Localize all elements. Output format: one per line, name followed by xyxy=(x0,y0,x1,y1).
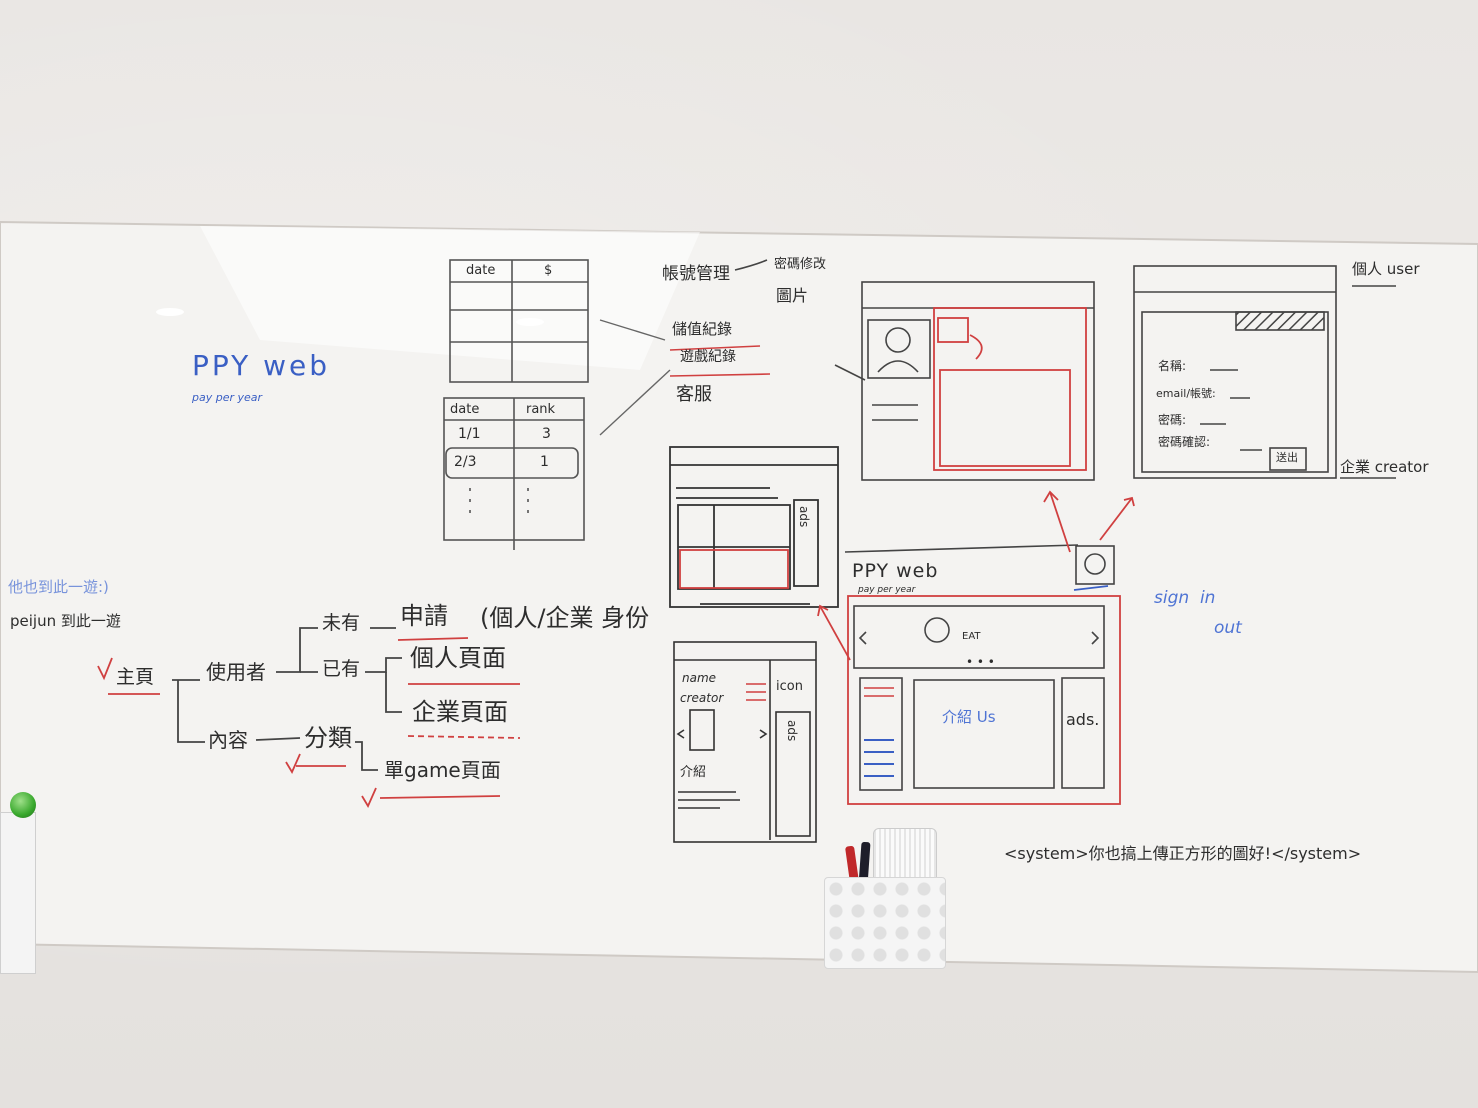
game-name-label: name xyxy=(682,671,717,685)
system-note: <system>你也搞上傳正方形的圖好!</system> xyxy=(1004,844,1362,863)
sitemap-content: 內容 xyxy=(208,728,248,752)
category-ads-label: ads xyxy=(797,506,811,528)
table1-header-amount: $ xyxy=(544,263,553,278)
game-ads-label: ads xyxy=(785,720,799,742)
board-subtitle: pay per year xyxy=(192,391,263,404)
sitemap-category: 分類 xyxy=(304,724,352,752)
main-page-wireframe xyxy=(844,544,1115,791)
main-logo-sub: pay per year xyxy=(858,585,916,595)
form-field-confirm: 密碼確認: xyxy=(1158,435,1211,449)
table2-row1-date: 1/1 xyxy=(458,426,481,442)
table2-row2-date: 2/3 xyxy=(454,454,477,470)
marker-holder xyxy=(824,877,946,969)
sitemap-user: 使用者 xyxy=(206,660,266,684)
main-carousel-dots: • • • xyxy=(966,655,995,669)
sitemap-company-page: 企業頁面 xyxy=(412,698,508,726)
account-manage-password: 密碼修改 xyxy=(774,257,827,272)
pinned-paper xyxy=(0,812,36,974)
sitemap-has: 已有 xyxy=(322,658,361,680)
main-logo: PPY web xyxy=(852,560,939,582)
form-field-name: 名稱: xyxy=(1158,359,1187,373)
form-submit-label: 送出 xyxy=(1276,451,1298,464)
form-field-email: email/帳號: xyxy=(1156,387,1216,400)
sitemap-root: 主頁 xyxy=(116,666,155,688)
sitemap-game-page: 單game頁面 xyxy=(384,758,501,782)
game-intro-label: 介紹 xyxy=(680,765,707,780)
sitemap-note: peijun 到此一遊 xyxy=(10,612,121,630)
game-icon-label: icon xyxy=(776,679,803,694)
table2-row2-rank: 1 xyxy=(540,454,549,470)
table-2 xyxy=(443,397,585,550)
account-item-service: 客服 xyxy=(676,384,712,405)
table-1 xyxy=(449,259,589,383)
sitemap-personal-page: 個人頁面 xyxy=(410,644,506,672)
main-carousel-text: EAT xyxy=(962,631,981,642)
category-wireframe xyxy=(669,446,839,608)
sitemap-note-top: 他也到此一遊:) xyxy=(8,578,109,596)
table2-header-date: date xyxy=(450,402,480,417)
sitemap-apply: 申請 xyxy=(400,602,448,630)
form-field-password: 密碼: xyxy=(1158,413,1187,427)
user-form-wireframe xyxy=(1133,265,1396,479)
main-intro-label: 介紹 Us xyxy=(942,708,996,726)
form-company-label: 企業 creator xyxy=(1340,458,1429,476)
sitemap-no: 未有 xyxy=(322,612,361,634)
table2-header-rank: rank xyxy=(526,402,556,417)
sign-out-label: out xyxy=(1214,618,1242,638)
account-manage-label: 帳號管理 xyxy=(662,264,730,284)
magnet-icon xyxy=(10,792,36,818)
account-manage-image: 圖片 xyxy=(776,286,809,305)
board-title: PPY web xyxy=(192,349,331,382)
sign-in-label: sign in xyxy=(1154,588,1216,608)
main-ads-label: ads. xyxy=(1066,710,1100,729)
table2-row1-rank: 3 xyxy=(542,426,551,442)
sitemap-identity: (個人/企業 身份 xyxy=(480,604,650,632)
game-wireframe xyxy=(673,641,817,843)
sitemap-tree xyxy=(172,627,402,771)
game-creator-label: creator xyxy=(680,691,724,705)
table1-header-date: date xyxy=(466,263,496,278)
account-item-game: 遊戲紀錄 xyxy=(680,349,736,365)
form-personal-label: 個人 user xyxy=(1352,260,1420,278)
account-item-topup: 儲值紀錄 xyxy=(672,320,733,338)
